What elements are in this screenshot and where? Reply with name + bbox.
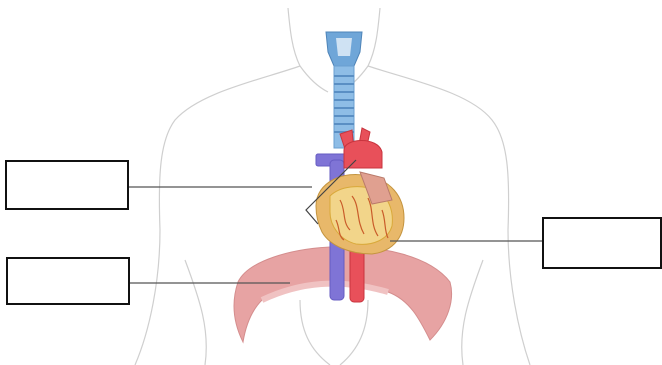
heart	[316, 172, 404, 254]
label-box-right[interactable]	[542, 217, 662, 269]
label-box-bottom-left[interactable]	[6, 257, 130, 305]
trachea	[326, 32, 362, 148]
label-box-top-left[interactable]	[5, 160, 129, 210]
